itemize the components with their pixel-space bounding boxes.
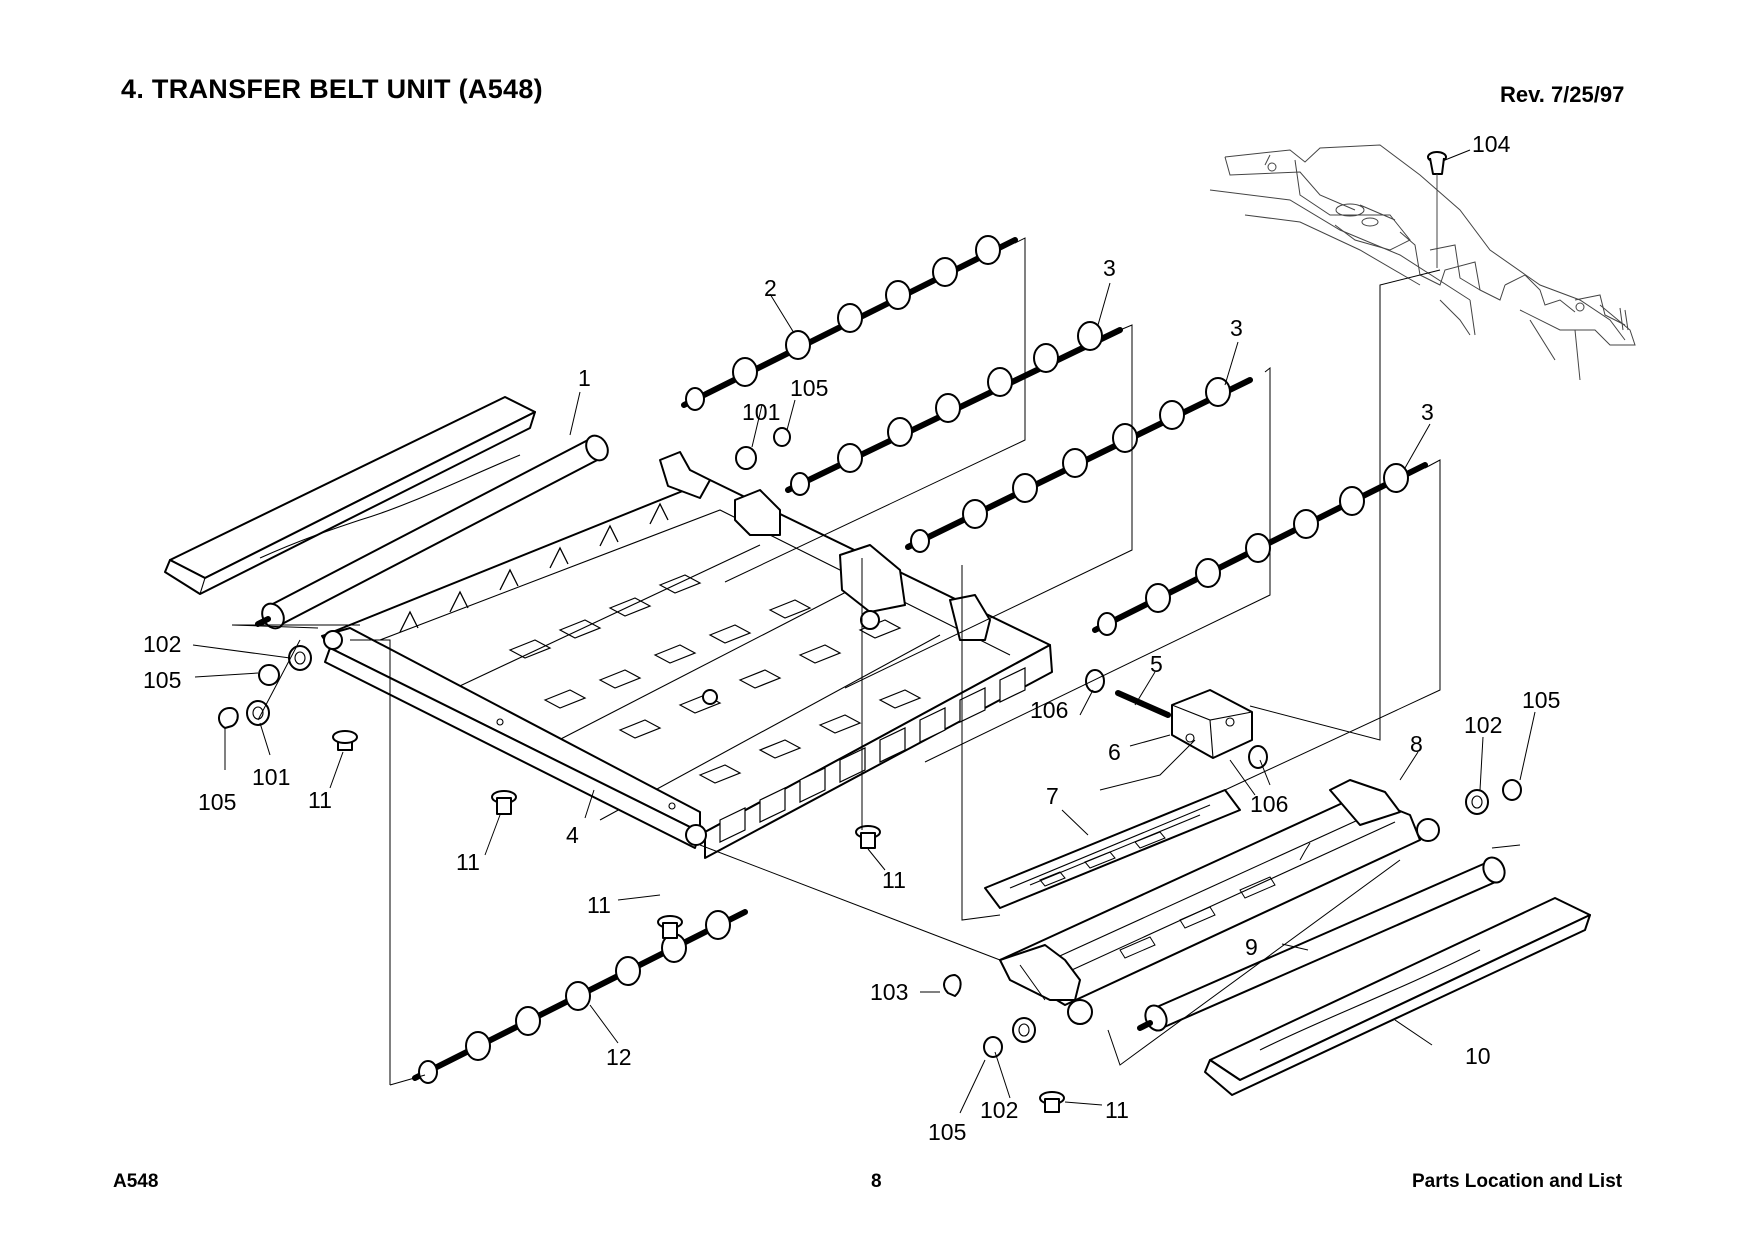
callout-103: 103 [870,979,908,1005]
callout-102: 102 [1464,712,1502,738]
callout-101: 101 [742,399,780,425]
callout-labels: 1 2 3 3 3 4 5 6 7 8 9 10 11 11 11 11 11 … [143,131,1560,1145]
bracket-6-and-pin-5 [1085,669,1268,769]
guide-plate-7 [984,789,1241,909]
callout-8: 8 [1410,731,1423,757]
screw-104 [1427,151,1447,268]
callout-11: 11 [456,849,480,875]
leader-lines [192,149,1536,1114]
shaft-roller-3c [1092,462,1428,636]
callout-3: 3 [1421,399,1434,425]
callout-104: 104 [1472,131,1511,157]
callout-12: 12 [606,1044,632,1070]
callout-2: 2 [764,275,777,301]
shaft-roller-2 [681,235,1018,411]
transfer-belt-right [1204,897,1591,1096]
callout-105: 105 [143,667,181,693]
side-frame-8 [943,779,1522,1058]
callout-102: 102 [980,1097,1018,1123]
transfer-belt-left [164,396,536,595]
roller-9 [1137,856,1506,1032]
callout-1: 1 [578,365,591,391]
footer-page-number: 8 [871,1171,882,1192]
shaft-roller-12 [412,909,748,1084]
transfer-unit-frame [321,451,1053,859]
callout-4: 4 [566,822,579,848]
callout-11: 11 [587,892,611,918]
left-hardware [218,427,1065,1113]
footer-model: A548 [113,1171,159,1192]
callout-10: 10 [1465,1043,1491,1069]
callout-11: 11 [308,787,332,813]
callout-105: 105 [790,375,828,401]
callout-106: 106 [1250,791,1288,817]
footer-section: Parts Location and List [1412,1171,1623,1192]
callout-105: 105 [928,1119,966,1145]
shaft-roller-3a [785,321,1123,496]
page-title: 4. TRANSFER BELT UNIT (A548) [121,74,543,104]
callout-105: 105 [1522,687,1560,713]
callout-102: 102 [143,631,181,657]
shaft-roller-3b [905,377,1253,553]
callout-7: 7 [1046,783,1059,809]
callout-3: 3 [1230,315,1243,341]
callout-6: 6 [1108,739,1121,765]
revision-date: Rev. 7/25/97 [1500,82,1625,107]
callout-106: 106 [1030,697,1068,723]
callout-105: 105 [198,789,236,815]
callout-5: 5 [1150,651,1163,677]
callout-101: 101 [252,764,290,790]
callout-9: 9 [1245,934,1258,960]
roller-1 [255,434,609,630]
callout-3: 3 [1103,255,1116,281]
callout-11: 11 [1105,1097,1129,1123]
callout-11: 11 [882,867,906,893]
machine-frame-partial [1209,144,1636,381]
